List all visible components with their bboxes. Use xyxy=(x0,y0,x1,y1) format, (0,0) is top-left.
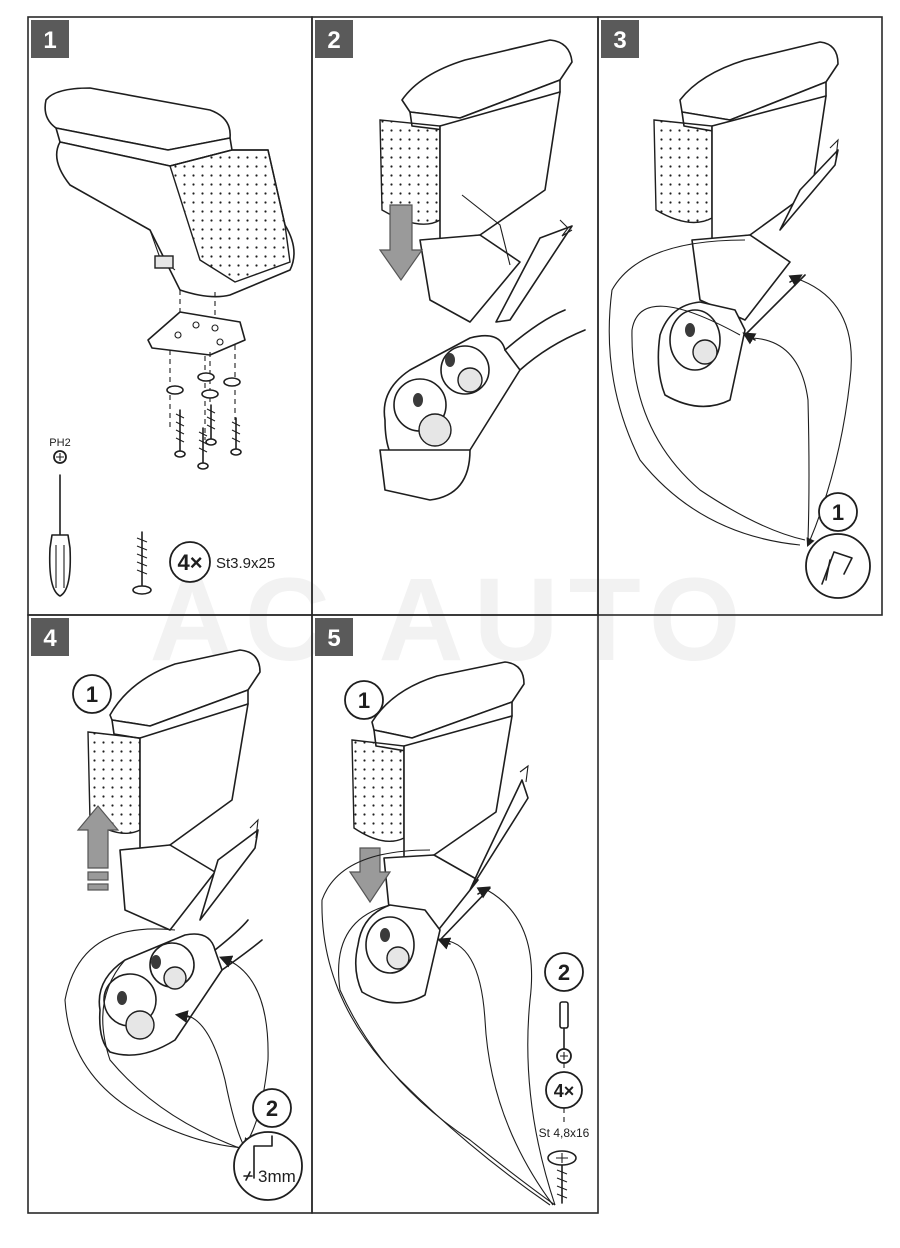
console-illustration xyxy=(354,904,441,1004)
step-1-number: 1 xyxy=(43,27,56,54)
step-2-badge xyxy=(315,20,353,58)
mounting-plate xyxy=(147,311,246,356)
step-3-badge xyxy=(601,20,639,58)
screw-icon xyxy=(547,1150,577,1204)
step-5-frame xyxy=(311,614,599,1214)
callout-1: 1 xyxy=(832,500,844,525)
mounting-screws xyxy=(166,345,242,470)
drill-bit-icon xyxy=(243,1135,273,1181)
callout-2-badge xyxy=(252,1088,292,1128)
down-arrow-icon xyxy=(348,847,392,904)
step-5-number: 5 xyxy=(327,625,340,652)
up-arrow-icon xyxy=(76,805,120,869)
step-2-number: 2 xyxy=(327,27,340,54)
console-illustration xyxy=(98,919,263,1056)
screw-count: 4× xyxy=(177,550,202,575)
step-3-frame xyxy=(597,16,883,616)
armrest-illustration xyxy=(44,87,295,298)
step-3-panel: 3 1 xyxy=(597,16,883,616)
console-illustration xyxy=(379,309,586,501)
step-4-number: 4 xyxy=(43,625,57,652)
step-3-number: 3 xyxy=(613,27,626,54)
armrest-illustration xyxy=(653,41,839,321)
step-4-panel: 4 1 xyxy=(27,614,313,1214)
callout-2: 2 xyxy=(558,960,570,985)
console-illustration xyxy=(657,301,746,408)
callout-1: 1 xyxy=(86,682,98,707)
callout-1-badge xyxy=(818,492,858,532)
callout-1-badge xyxy=(72,674,112,714)
drill-spec: 3mm xyxy=(258,1167,296,1186)
step-5-panel: 5 1 2 xyxy=(311,614,599,1214)
callout-1: 1 xyxy=(358,688,370,713)
armrest-illustration xyxy=(379,39,573,323)
screwdriver-icon xyxy=(48,474,72,597)
screw-count-badge xyxy=(169,541,211,583)
step-4-badge xyxy=(31,618,69,656)
marking-pen-icon xyxy=(821,551,853,585)
screwdriver-icon xyxy=(559,1001,569,1049)
down-arrow-icon xyxy=(378,204,424,282)
step-1-panel: 1 xyxy=(27,16,313,616)
armrest-illustration xyxy=(87,649,261,931)
callout-2-badge xyxy=(544,952,584,992)
step-1-badge xyxy=(31,20,69,58)
drill-badge xyxy=(233,1131,303,1201)
screw-spec: St 4,8x16 xyxy=(539,1126,590,1140)
marking-pen-badge xyxy=(805,533,871,599)
tool-label: PH2 xyxy=(49,437,70,449)
screw-count: 4× xyxy=(554,1081,575,1101)
step-2-panel: 2 xyxy=(311,16,599,616)
callout-2: 2 xyxy=(266,1096,278,1121)
screw-spec: St3.9x25 xyxy=(216,555,275,572)
step-5-badge xyxy=(315,618,353,656)
callout-1-badge xyxy=(344,680,384,720)
screw-icon xyxy=(132,531,152,595)
